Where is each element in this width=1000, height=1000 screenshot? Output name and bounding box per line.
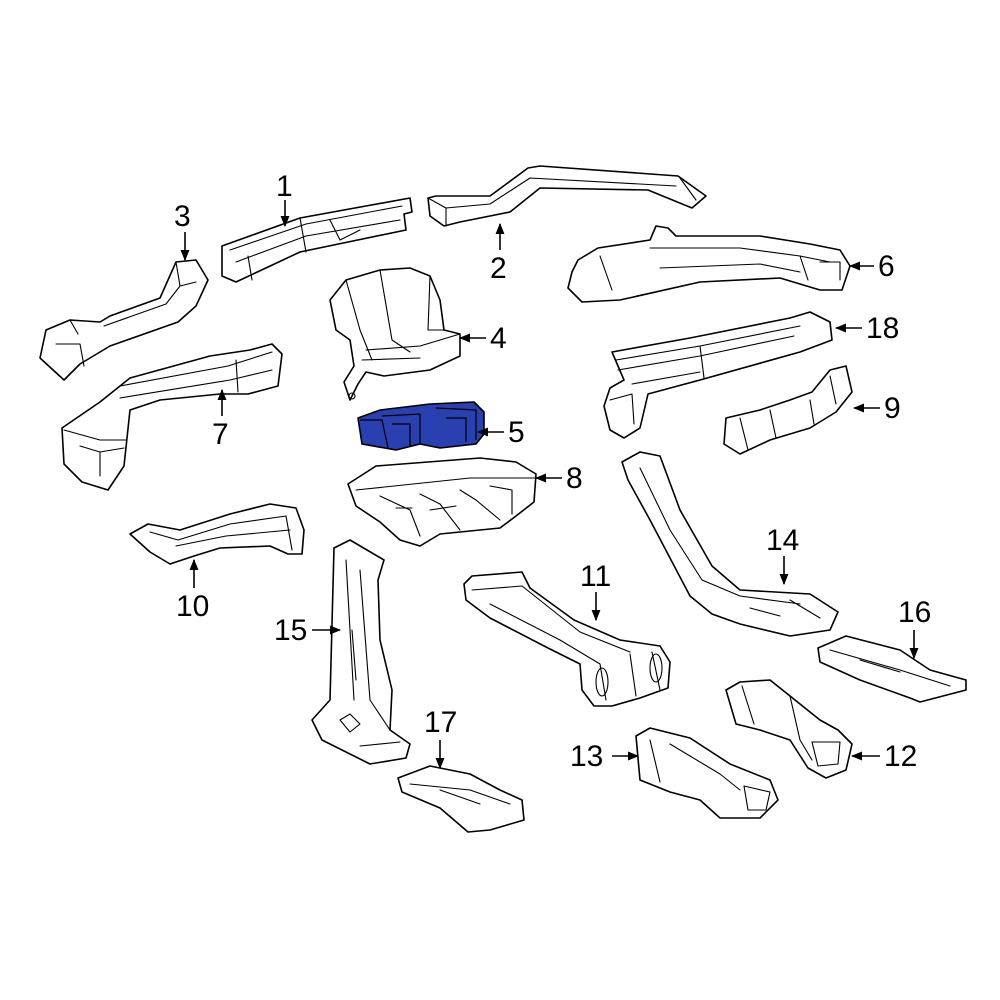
callout-11[interactable]: 11 — [580, 560, 611, 593]
part-6-duct[interactable] — [567, 225, 851, 303]
callout-2[interactable]: 2 — [490, 252, 507, 285]
callout-4[interactable]: 4 — [490, 322, 507, 355]
callout-1[interactable]: 1 — [276, 170, 293, 203]
callout-3[interactable]: 3 — [174, 200, 191, 233]
part-2-duct[interactable] — [427, 165, 707, 227]
callout-leaders — [180, 200, 919, 770]
callout-15[interactable]: 15 — [274, 614, 307, 647]
callout-16[interactable]: 16 — [898, 596, 931, 629]
part-15-duct[interactable] — [311, 539, 411, 765]
part-14-duct[interactable] — [621, 451, 839, 637]
part-8-vent-housing[interactable] — [347, 457, 537, 547]
callout-17[interactable]: 17 — [424, 706, 457, 739]
part-1-duct[interactable] — [221, 197, 413, 283]
part-7-duct[interactable] — [61, 343, 283, 491]
callout-9[interactable]: 9 — [884, 392, 901, 425]
callout-18[interactable]: 18 — [866, 312, 899, 345]
callout-12[interactable]: 12 — [884, 740, 917, 773]
part-18-housing[interactable] — [603, 311, 833, 439]
callout-13[interactable]: 13 — [570, 740, 603, 773]
callout-5[interactable]: 5 — [508, 416, 525, 449]
part-3-duct[interactable] — [39, 259, 209, 381]
callout-14[interactable]: 14 — [766, 524, 799, 557]
callout-10[interactable]: 10 — [176, 590, 209, 623]
callout-labels: 1 2 3 4 5 6 7 8 9 10 11 12 13 14 15 16 1… — [174, 170, 931, 773]
part-12-duct[interactable] — [725, 679, 853, 779]
part-5-highlighted-vent[interactable] — [357, 401, 485, 451]
part-16-duct[interactable] — [817, 635, 967, 703]
callout-7[interactable]: 7 — [212, 418, 229, 451]
callout-6[interactable]: 6 — [878, 250, 895, 283]
part-4-housing[interactable] — [329, 267, 461, 401]
part-11-duct[interactable] — [463, 571, 671, 707]
callout-8[interactable]: 8 — [566, 462, 583, 495]
part-9-duct[interactable] — [723, 365, 853, 455]
part-13-duct[interactable] — [635, 727, 779, 819]
part-10-duct[interactable] — [129, 503, 305, 565]
part-17-duct[interactable] — [397, 765, 525, 833]
